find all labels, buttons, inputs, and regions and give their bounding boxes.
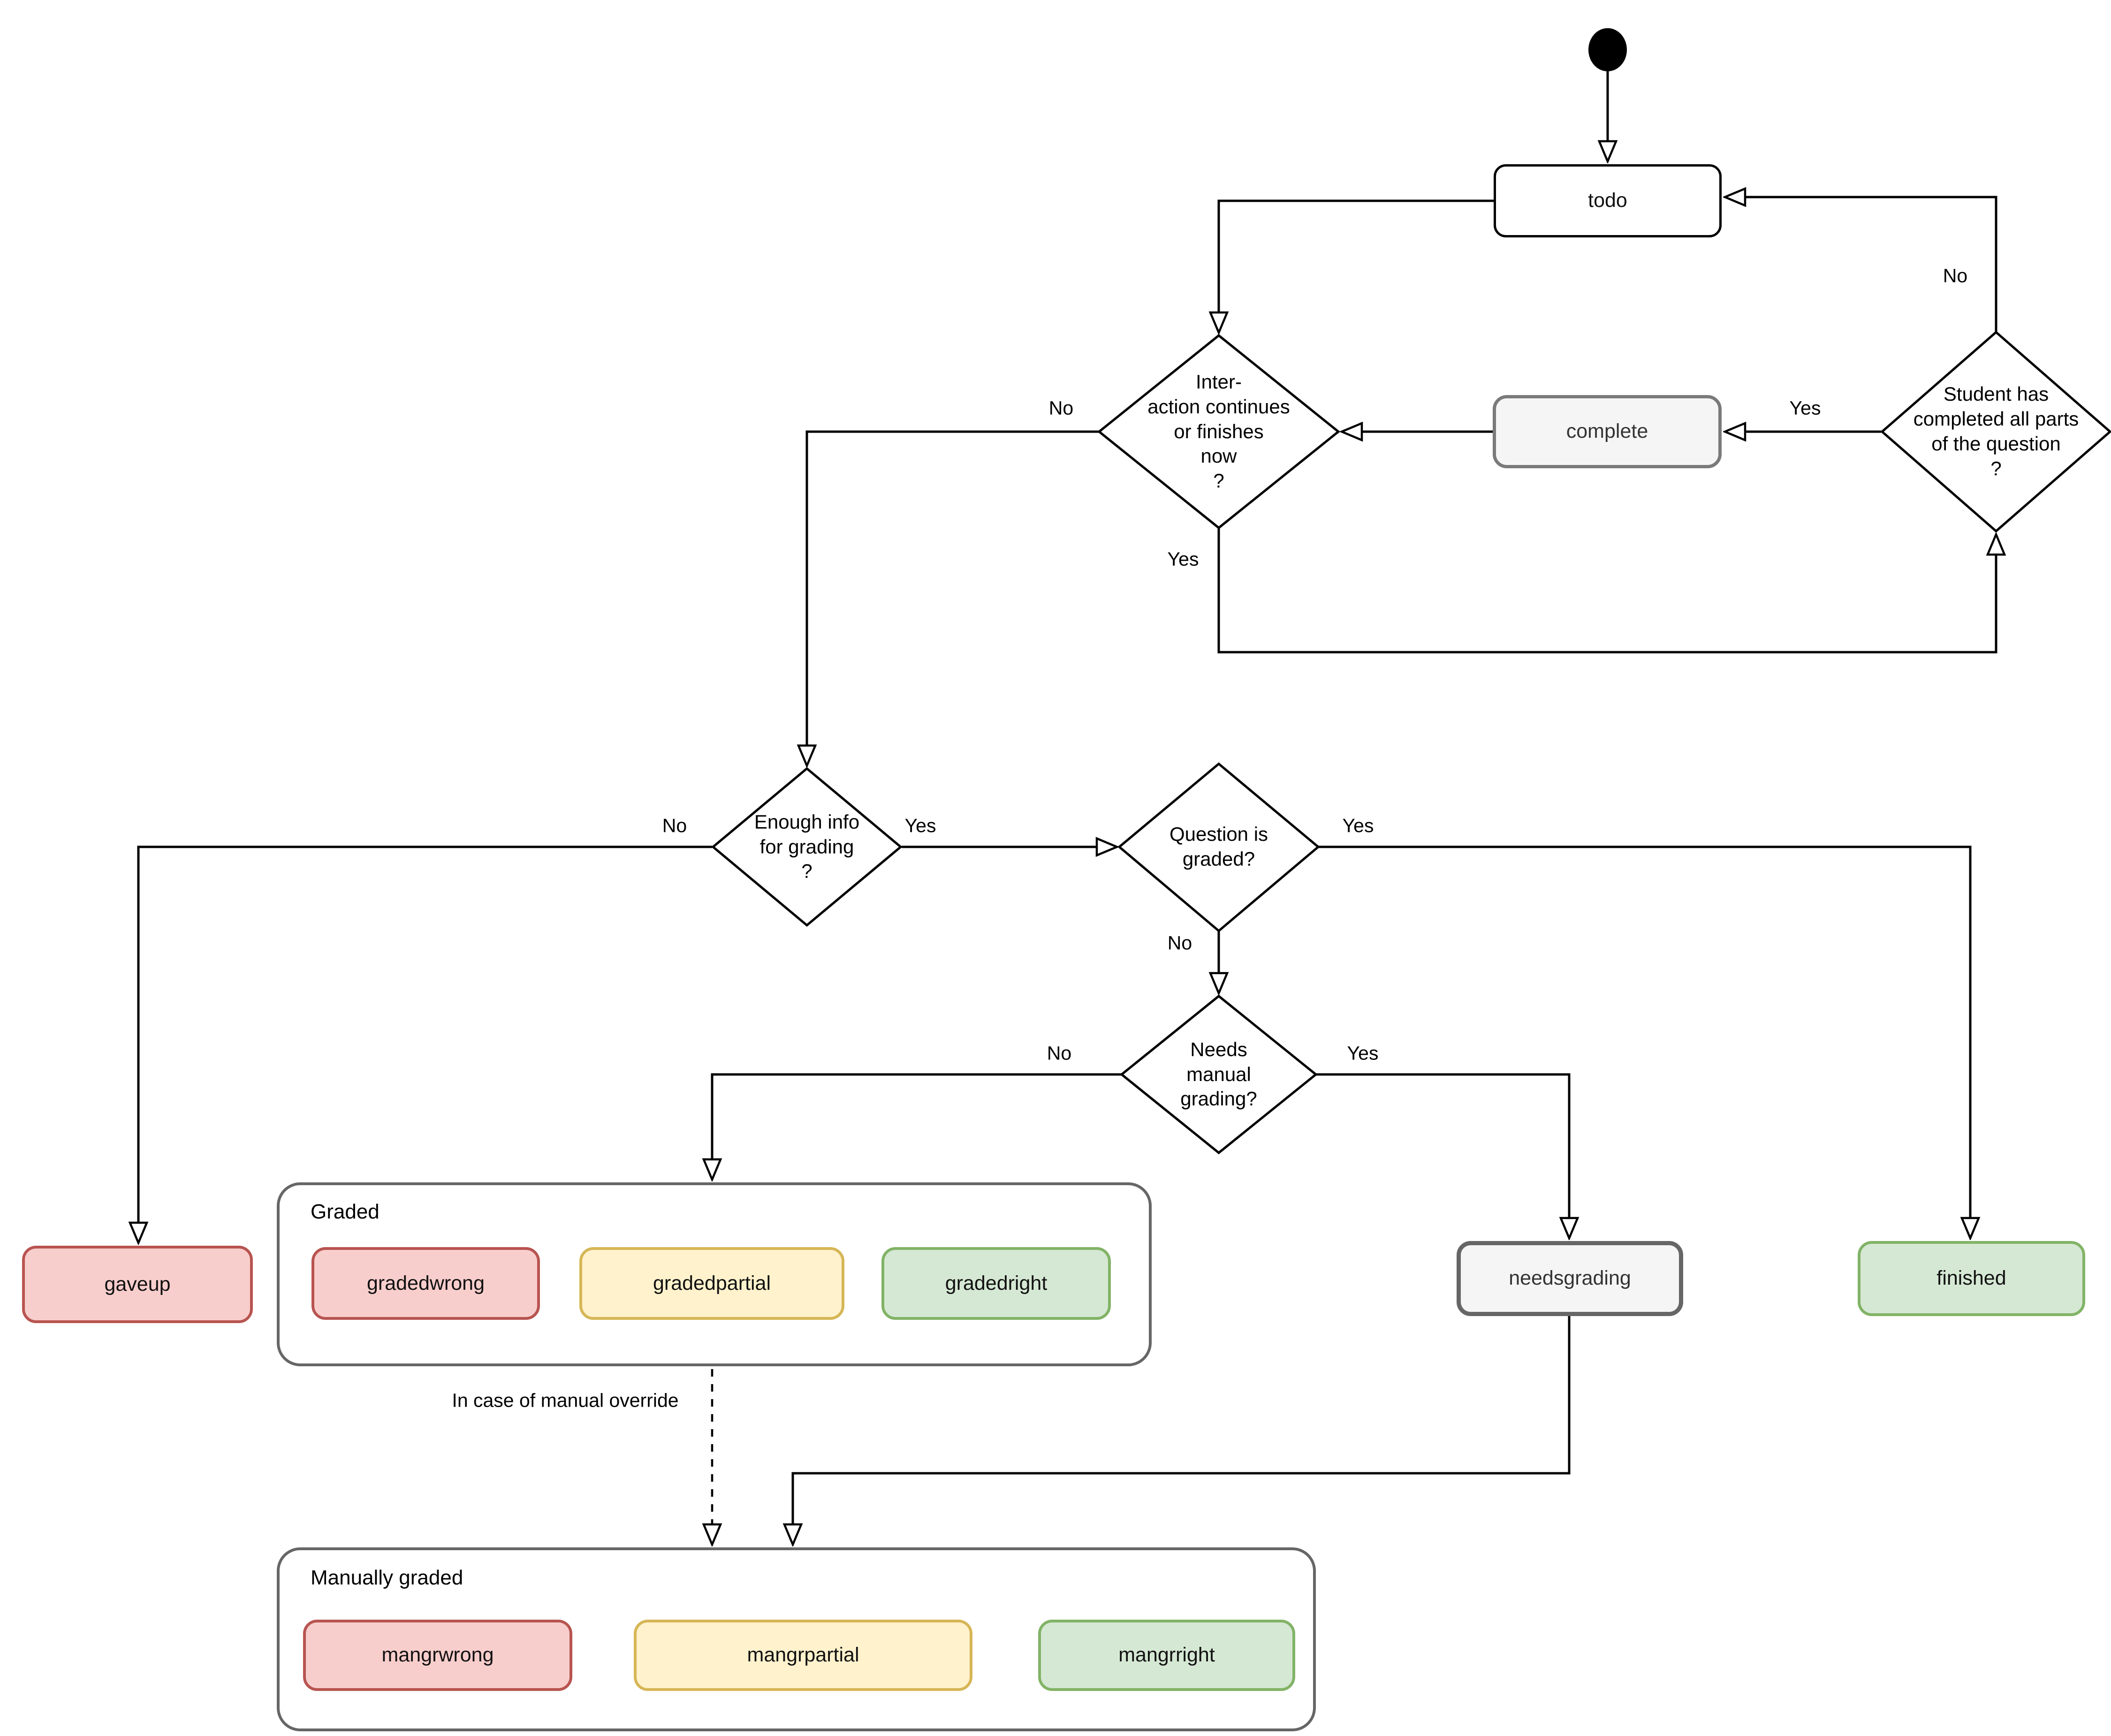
state-gaveup: gaveup — [22, 1246, 253, 1323]
decision-question-graded-text: Question is graded? — [1125, 805, 1313, 889]
state-finished: finished — [1858, 1241, 2085, 1316]
edge-needs-no-to-graded — [712, 1073, 1122, 1180]
edge-needs-yes-to-needsgrading — [1316, 1073, 1569, 1238]
edge-label-enough-no: No — [659, 815, 690, 837]
edge-label-enough-yes: Yes — [902, 815, 939, 837]
edge-label-student-yes: Yes — [1786, 397, 1824, 419]
decision-line: Question is — [1169, 823, 1268, 845]
decision-student-completed-shape — [1880, 330, 2111, 533]
edge-label-needs-no: No — [1044, 1042, 1075, 1065]
edge-label-needs-yes: Yes — [1344, 1042, 1382, 1065]
edge-question-yes-to-finished — [1318, 845, 1970, 1238]
decision-line: manual — [1186, 1063, 1251, 1085]
state-gradedwrong: gradedwrong — [311, 1247, 540, 1320]
manual-override-note: In case of manual override — [452, 1389, 679, 1411]
decision-line: Student has — [1943, 383, 2049, 405]
decision-needs-manual-shape — [1120, 994, 1318, 1155]
edge-interaction-no-to-enough — [807, 430, 1099, 766]
edge-label-interaction-no: No — [1046, 397, 1077, 419]
decision-line: completed all parts — [1913, 408, 2079, 430]
state-mangrwrong: mangrwrong — [303, 1620, 572, 1691]
decision-student-completed-text: Student has completed all parts of the q… — [1872, 347, 2111, 516]
state-mangrpartial: mangrpartial — [634, 1620, 972, 1691]
decision-enough-info-shape — [711, 767, 903, 927]
state-mangrright: mangrright — [1038, 1620, 1295, 1691]
state-complete: complete — [1493, 395, 1722, 468]
decision-needs-manual-text: Needs manual grading? — [1134, 1009, 1303, 1140]
decision-line: graded? — [1182, 848, 1255, 870]
state-gradedright: gradedright — [881, 1247, 1111, 1320]
decision-line: of the question — [1931, 433, 2061, 455]
decision-line: action continues — [1147, 395, 1290, 418]
edge-label-student-no: No — [1940, 265, 1971, 287]
decision-line: ? — [1990, 457, 2002, 480]
state-gradedpartial: gradedpartial — [579, 1247, 844, 1320]
edge-label-interaction-yes: Yes — [1164, 548, 1202, 571]
edge-todo-to-interaction — [1219, 199, 1494, 333]
edge-label-question-yes: Yes — [1339, 815, 1377, 837]
decision-line: grading? — [1180, 1088, 1257, 1110]
decision-line: ? — [1213, 470, 1224, 492]
decision-line: Enough info — [754, 810, 860, 833]
decision-line: Needs — [1190, 1038, 1247, 1060]
decision-line: for grading — [759, 835, 854, 858]
edge-needsgrading-to-manually-graded — [793, 1316, 1571, 1545]
edge-label-question-no: No — [1164, 932, 1195, 954]
decision-line: ? — [801, 860, 813, 883]
manually-graded-container-title: Manually graded — [311, 1566, 463, 1589]
graded-container-title: Graded — [311, 1200, 380, 1223]
decision-interaction-shape — [1097, 334, 1340, 530]
edge-interaction-yes-to-student — [1217, 528, 1996, 654]
decision-interaction-text: Inter- action continues or finishes now … — [1125, 343, 1313, 521]
edge-student-no-to-todo — [1725, 197, 1997, 332]
edge-enough-no-to-gaveup — [138, 845, 712, 1243]
decision-line: Inter- — [1195, 370, 1242, 393]
decision-line: or finishes — [1174, 420, 1264, 442]
decision-question-graded-shape — [1117, 762, 1320, 933]
decision-line: now — [1200, 445, 1237, 467]
state-needsgrading: needsgrading — [1457, 1241, 1683, 1316]
initial-state-node — [1588, 28, 1627, 71]
state-todo: todo — [1494, 164, 1722, 237]
decision-enough-info-text: Enough info for grading ? — [704, 786, 910, 908]
